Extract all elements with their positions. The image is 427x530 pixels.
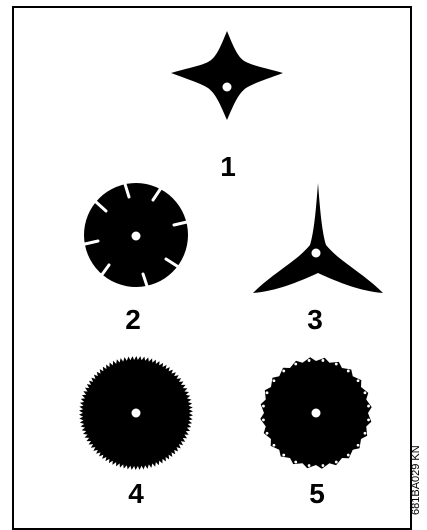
blade-5-tooth-tip: [294, 461, 297, 464]
blade-5-tooth-tip: [273, 444, 276, 447]
blade-5-tooth-tip: [266, 391, 269, 394]
blade-5-tooth-tip: [357, 444, 360, 447]
blade-5-number: 5: [297, 480, 337, 508]
figure-code: 681BA029 KN: [410, 445, 422, 515]
blade-4-number: 4: [116, 480, 156, 508]
blade-2-number: 2: [113, 306, 153, 334]
blade-5-tooth-tip: [367, 405, 370, 408]
blade-5-tooth-tip: [335, 363, 338, 366]
blade-5-tooth-tip: [282, 370, 285, 373]
blade-2-slotted-disc-icon: [84, 183, 188, 287]
blade-5-tooth-tip: [322, 359, 325, 362]
blade-5-tooth-tip: [347, 370, 350, 373]
blade-5-tooth-tip: [364, 391, 367, 394]
blade-5-tooth-tip: [335, 461, 338, 464]
blade-5-tooth-tip: [308, 359, 311, 362]
blade-5-tooth-tip: [364, 432, 367, 435]
blade-5-tooth-tip: [322, 464, 325, 467]
blade-5-tooth-tip: [347, 454, 350, 457]
blade-5-tooth-tip: [262, 405, 265, 408]
blade-1-number: 1: [208, 153, 248, 181]
blade-5-tooth-tip: [262, 419, 265, 422]
blade-5-tooth-tip: [282, 454, 285, 457]
blade-5-tooth-tip: [367, 419, 370, 422]
blade-5-tooth-tip: [357, 379, 360, 382]
blade-5-chisel-tooth-saw-icon: [260, 357, 371, 468]
blade-3-three-point-icon: [253, 183, 383, 293]
blade-5-tooth-tip: [266, 432, 269, 435]
blade-5-tooth-tip: [273, 379, 276, 382]
blade-5-tooth-tip: [308, 464, 311, 467]
blade-4-fine-tooth-saw-icon: [79, 356, 193, 470]
blade-3-number: 3: [295, 306, 335, 334]
blade-5-tooth-tip: [294, 363, 297, 366]
blade-1-four-point-icon: [171, 31, 283, 120]
